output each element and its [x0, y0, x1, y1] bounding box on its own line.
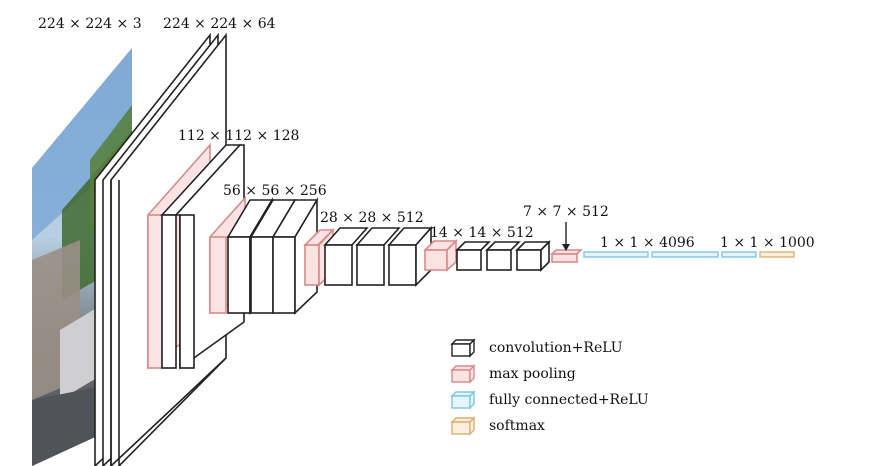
legend-label-conv: convolution+ReLU	[489, 340, 623, 356]
fc-layers	[583, 251, 757, 258]
conv5-block	[423, 239, 551, 272]
legend-item-pool: max pooling	[450, 364, 576, 384]
softmax-layer	[759, 251, 795, 258]
legend-item-fc: fully connected+ReLU	[450, 390, 649, 410]
label-input-size: 224 × 224 × 3	[38, 16, 142, 32]
label-softmax-size: 1 × 1 × 1000	[720, 235, 815, 251]
label-conv5-size: 14 × 14 × 512	[430, 225, 534, 241]
label-conv2-size: 112 × 112 × 128	[178, 128, 299, 144]
conv3-block	[209, 195, 319, 315]
pool5-block	[550, 222, 583, 263]
conv4-block	[303, 225, 433, 287]
label-conv1-size: 224 × 224 × 64	[163, 16, 276, 32]
legend-label-pool: max pooling	[489, 366, 576, 382]
label-pool5-size: 7 × 7 × 512	[523, 204, 609, 220]
label-fc-size: 1 × 1 × 4096	[600, 235, 695, 251]
legend-item-conv: convolution+ReLU	[450, 338, 623, 358]
legend-label-fc: fully connected+ReLU	[489, 392, 649, 408]
legend-item-softmax: softmax	[450, 416, 545, 436]
label-conv4-size: 28 × 28 × 512	[320, 210, 424, 226]
legend: convolution+ReLU max pooling fully conne…	[450, 338, 649, 436]
legend-label-softmax: softmax	[489, 418, 545, 434]
label-conv3-size: 56 × 56 × 256	[223, 183, 327, 199]
